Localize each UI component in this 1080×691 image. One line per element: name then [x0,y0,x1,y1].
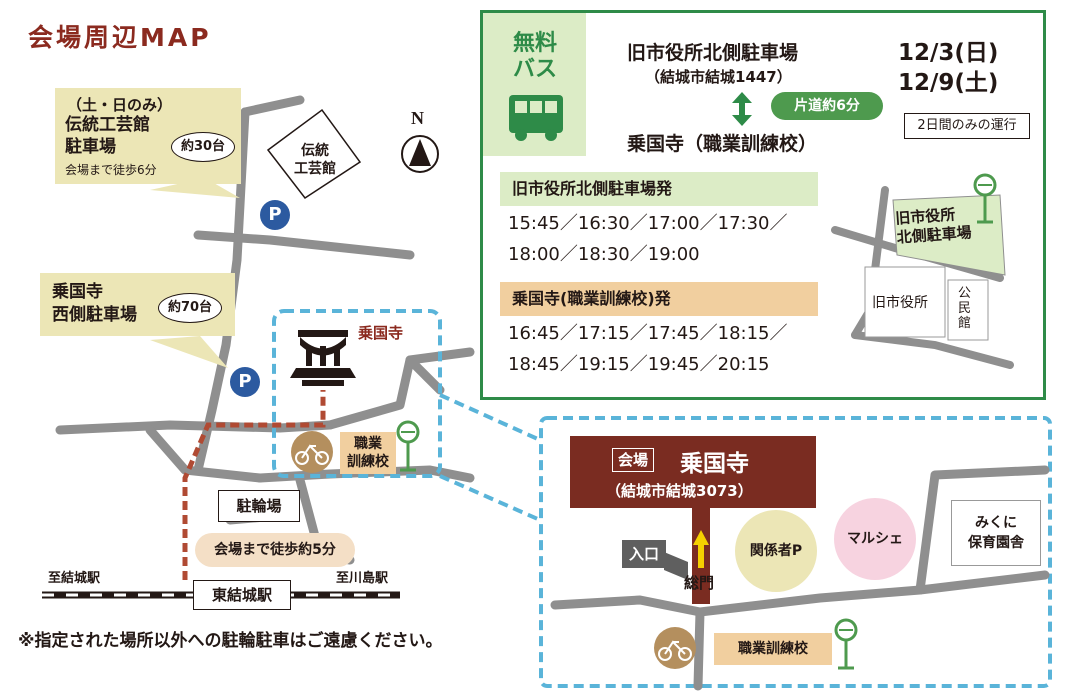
bus-logo-line2: バス [513,57,558,82]
bus-stop-icon [396,420,420,472]
nursery-line2: 保育園舎 [968,535,1024,551]
walking-route [182,390,326,580]
bus-logo-line1: 無料 [513,31,558,56]
bus-stop-icon [973,173,997,224]
operation-note: 2日間のみの運行 [904,113,1030,139]
entrance-pointer [664,552,688,580]
departures-b-header: 乗国寺(職業訓練校)発 [500,282,818,316]
free-bus-logo: 無料 バス [483,13,586,156]
bus-stop-a-name: 旧市役所北側駐車場 [627,42,799,64]
kogeikan-building-label: 伝統 工芸館 [285,142,345,178]
zoom-connector [439,474,541,522]
departures-a-line2: 18:00／18:30／19:00 [508,244,700,265]
staff-parking-area: 関係者P [735,510,817,592]
kogeikan-building-shape [266,108,362,200]
venue-tag: 会場 [612,448,655,472]
page-title: 会場周辺MAP [28,23,212,52]
road [405,355,445,395]
departures-a-line1: 15:45／16:30／17:00／17:30／ [508,213,788,234]
temple-icon [290,330,356,386]
road [851,331,1014,369]
parking-marker: P [260,200,290,230]
gate-label: 総門 [684,574,715,592]
entrance-label: 入口 [622,540,666,568]
operation-dates: 12/3(日) 12/9(土) [898,38,998,98]
road [693,607,705,691]
parking-name-line1: 乗国寺 [52,282,103,302]
parking-name-line2: 西側駐車場 [52,305,137,325]
temple-label: 乗国寺 [358,324,404,342]
two-way-arrow-icon [732,92,752,126]
capacity-badge: 約70台 [158,293,222,323]
road [193,230,415,260]
callout-tail [150,336,228,368]
departures-a-header: 旧市役所北側駐車場発 [500,172,818,206]
parking-notice: ※指定された場所以外への駐輪駐車はご遠慮ください。 [18,631,443,651]
bicycle-icon [654,627,696,669]
north-arrow-icon [401,135,439,173]
vocational-school-label: 職業 訓練校 [340,432,396,474]
community-hall-building [947,279,989,341]
walk-from-station-note: 会場まで徒歩約5分 [195,533,355,567]
nursery-line1: みくに [975,515,1017,531]
route-path [182,390,326,580]
school-label-line1: 職業 [354,436,382,452]
parking-name-line2: 駐車場 [65,137,116,157]
date-2: 12/9(土) [898,70,999,96]
detail-highlight-box [539,416,1052,688]
venue-address: （結城市結城3073） [606,482,753,500]
bus-icon [509,95,563,141]
mini-map-parking-area [892,194,1006,276]
walk-time-note: 会場まで徒歩6分 [65,163,157,177]
bus-mini-map [831,173,1014,369]
bicycle-parking-label: 駐輪場 [218,490,300,522]
venue-name: 乗国寺 [680,451,749,477]
bus-stop-icon [834,618,858,670]
duration-pill: 片道約6分 [771,92,883,120]
road [240,95,305,117]
capacity-badge: 約30台 [171,132,235,162]
parking-days: （土・日のみ） [67,96,173,114]
venue-highlight-box [272,309,442,478]
to-kawashima-station-label: 至川島駅 [336,571,389,586]
nursery-building: みくに 保育園舎 [951,500,1041,566]
zoom-connector [439,393,541,442]
building-label-line1: 伝統 [301,143,329,159]
road [550,570,1050,617]
station-label: 東結城駅 [193,580,291,610]
old-city-hall-building [864,266,946,338]
date-1: 12/3(日) [898,40,999,66]
departures-b-line1: 16:45／17:15／17:45／18:15／ [508,323,788,344]
community-hall-label: 公民館 [958,286,972,331]
road [145,425,265,483]
to-yuki-station-label: 至結城駅 [48,571,101,586]
vocational-school-label: 職業訓練校 [714,633,832,665]
bicycle-icon [291,431,333,473]
building-label-line2: 工芸館 [294,161,336,177]
school-label-line2: 訓練校 [347,454,389,470]
north-label: N [411,108,424,128]
parking-name-line1: 伝統工芸館 [65,115,150,135]
marche-area: マルシェ [834,498,916,580]
road [915,465,1050,595]
venue-block: 会場 乗国寺 （結城市結城3073） [570,436,816,508]
callout-tail [150,178,240,198]
departures-b-line2: 18:45／19:15／19:45／20:15 [508,354,770,375]
bus-stop-a-address: （結城市結城1447） [645,68,792,86]
parking-marker: P [230,367,260,397]
entrance-arrow-icon [693,530,709,568]
old-city-hall-label: 旧市役所 [872,295,928,311]
bus-stop-b-name: 乗国寺（職業訓練校） [627,133,818,155]
